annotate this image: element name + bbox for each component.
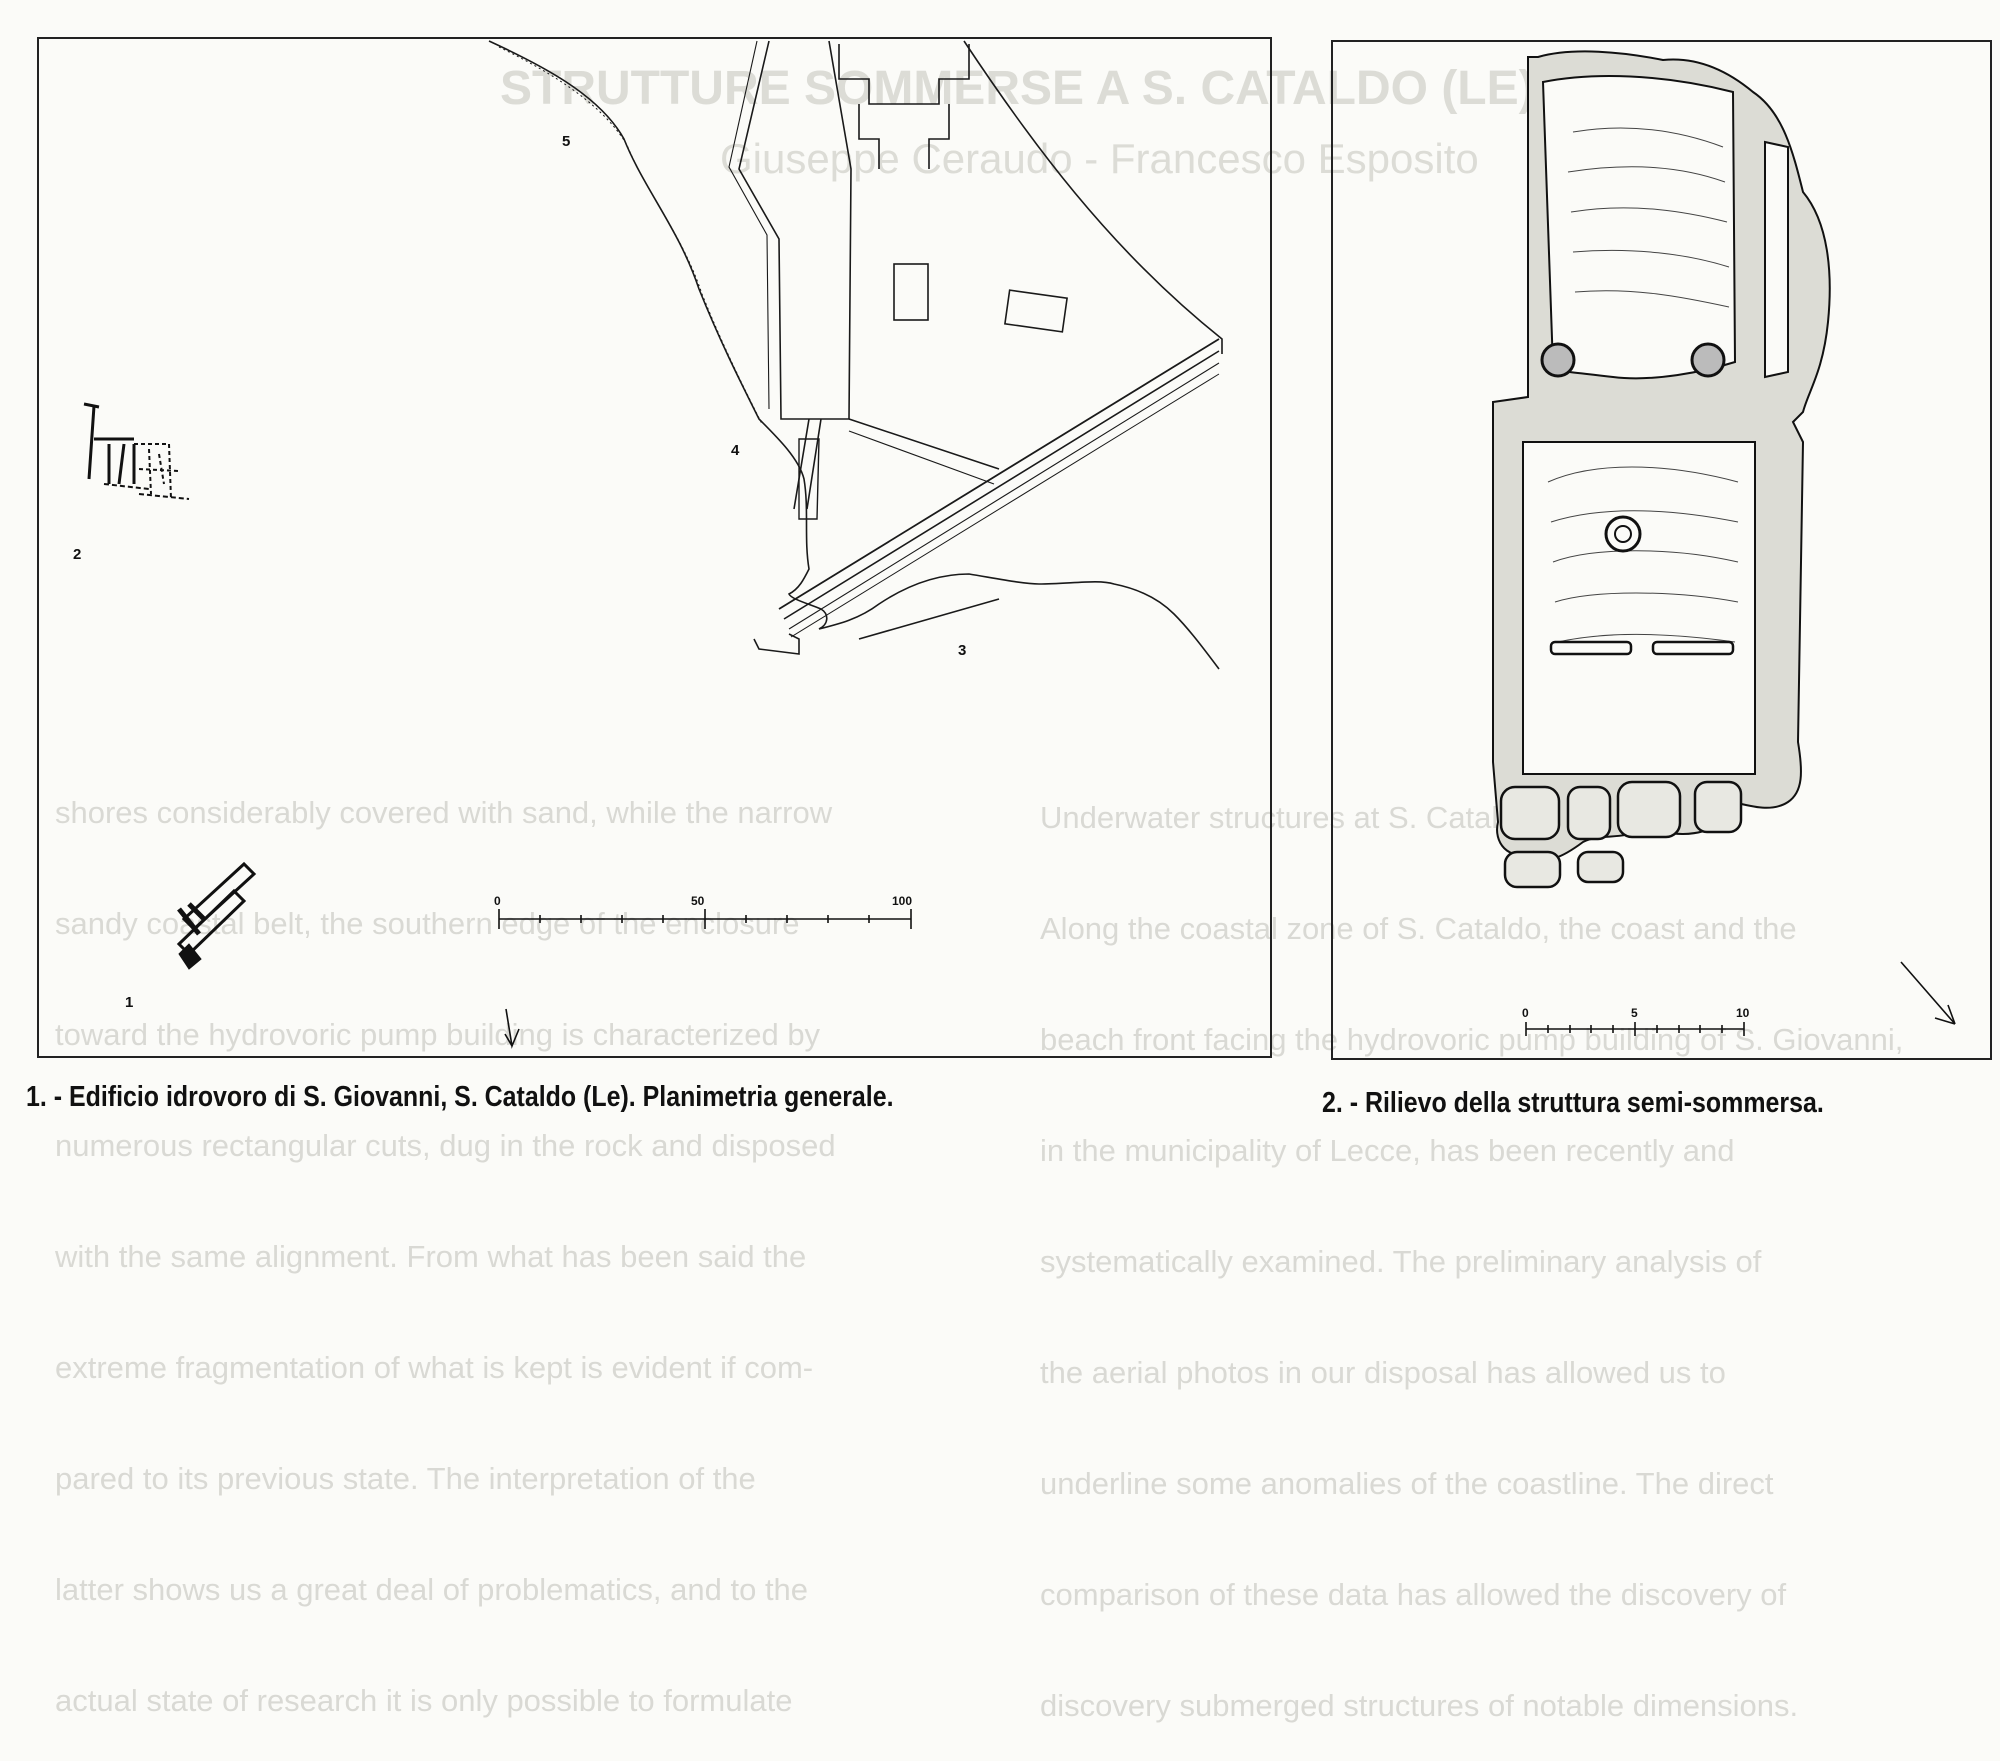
scale-bar — [498, 909, 912, 929]
stone-block — [1693, 780, 1743, 834]
stone-block — [1566, 785, 1612, 841]
harbour-enclosure — [738, 40, 852, 420]
bleed-through-line: extreme fragmentation of what is kept is… — [55, 1350, 814, 1385]
cross-canal-lower — [848, 430, 995, 485]
scale-bar — [1525, 1022, 1745, 1036]
site-plan-drawing: 5 4 2 3 1 0 50 100 — [73, 40, 1223, 1049]
north-arrow — [1900, 961, 1956, 1025]
site-label-4: 4 — [731, 442, 740, 459]
scale-tick-label: 50 — [691, 894, 705, 908]
structure-2-sketch — [83, 402, 190, 500]
bleed-through-line: with the same alignment. From what has b… — [55, 1239, 807, 1274]
rectangular-cut — [893, 263, 929, 321]
site-plan-figure: 5 4 2 3 1 0 50 100 — [37, 37, 1272, 1058]
coastline-inner — [498, 46, 763, 425]
east-corridor — [1764, 140, 1789, 379]
long-canal-3 — [788, 362, 1220, 630]
south-breakwater — [753, 633, 800, 655]
scale-tick-label: 5 — [1631, 1006, 1638, 1020]
corner-hole — [1690, 342, 1726, 378]
bleed-through-line: numerous rectangular cuts, dug in the ro… — [55, 1128, 836, 1163]
jetty-4 — [793, 418, 822, 510]
bleed-through-line: pared to its previous state. The interpr… — [55, 1461, 756, 1496]
scale-tick-label: 0 — [1522, 1006, 1529, 1020]
west-pier — [798, 438, 820, 520]
building-cross-plan — [838, 44, 970, 169]
rectangular-cut — [1004, 289, 1068, 333]
bleed-through-line: in the municipality of Lecce, has been r… — [1040, 1133, 1735, 1168]
scale-tick-label: 100 — [892, 894, 912, 908]
site-label-2: 2 — [73, 546, 81, 563]
scale-tick-label: 10 — [1736, 1006, 1750, 1020]
bleed-through-line: systematically examined. The preliminary… — [1040, 1244, 1762, 1279]
structure-survey-figure: 0 5 10 — [1331, 40, 1992, 1060]
corner-hole — [1540, 342, 1576, 378]
site-label-1: 1 — [125, 994, 133, 1011]
bleed-through-line: comparison of these data has allowed the… — [1040, 1577, 1787, 1612]
harbour-east-edge — [963, 40, 1223, 354]
central-post-hole — [1604, 515, 1642, 553]
bleed-through-line: discovery submerged structures of notabl… — [1040, 1688, 1799, 1723]
south-pier — [858, 598, 1000, 640]
main-chamber — [1522, 441, 1756, 775]
figure-2-caption: 2. - Rilievo della struttura semi-sommer… — [1322, 1087, 1824, 1119]
figure-1-caption: 1. - Edificio idrovoro di S. Giovanni, S… — [26, 1081, 894, 1113]
structure-1-drawing — [176, 861, 257, 970]
stone-block — [1503, 850, 1562, 889]
partition-slot — [1549, 640, 1633, 656]
bleed-through-line: latter shows us a great deal of problema… — [55, 1572, 809, 1607]
long-canal-4 — [790, 373, 1220, 638]
stone-block — [1616, 780, 1682, 839]
bleed-through-line: the aerial photos in our disposal has al… — [1040, 1355, 1726, 1390]
north-arrow — [504, 1008, 520, 1049]
coastline — [488, 40, 1220, 670]
long-canal — [778, 338, 1220, 610]
partition-slot — [1651, 640, 1735, 656]
bleed-through-line: actual state of research it is only poss… — [55, 1683, 793, 1718]
bleed-through-line: underline some anomalies of the coastlin… — [1040, 1466, 1774, 1501]
structure-survey-drawing: 0 5 10 — [1492, 50, 1956, 1036]
cross-canal — [848, 418, 1000, 470]
site-label-3: 3 — [958, 642, 966, 659]
harbour-enclosure-inner — [728, 40, 770, 410]
scale-tick-label: 0 — [494, 894, 501, 908]
stone-block — [1576, 850, 1625, 884]
long-canal-2 — [783, 350, 1220, 620]
upper-chamber — [1541, 75, 1737, 380]
stone-block — [1499, 785, 1561, 841]
site-label-5: 5 — [562, 133, 570, 150]
